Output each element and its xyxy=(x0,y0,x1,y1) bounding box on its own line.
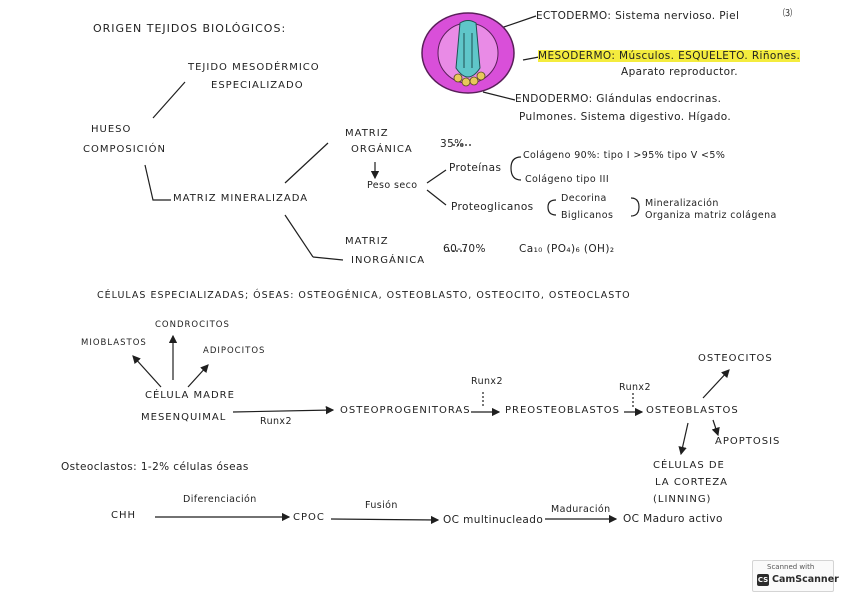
corteza-line3: (LINNING) xyxy=(653,494,711,505)
condrocitos-label: CONDROCITOS xyxy=(155,320,230,330)
organica-pct: 35% xyxy=(440,138,465,150)
celula-madre-line1: CÉLULA MADRE xyxy=(145,390,235,401)
apoptosis-label: APOPTOSIS xyxy=(715,436,780,447)
hueso-line2: COMPOSICIÓN xyxy=(83,144,166,155)
adipocitos-label: ADIPOCITOS xyxy=(203,346,265,356)
celula-madre-line2: MESENQUIMAL xyxy=(141,412,226,423)
organiza-label: Organiza matriz colágena xyxy=(645,210,777,221)
proteinas-label: Proteínas xyxy=(449,162,501,174)
osteocitos-label: OSTEOCITOS xyxy=(698,353,773,364)
osteoprogenitoras-label: OSTEOPROGENITORAS xyxy=(340,405,471,416)
colageno-2: Colágeno tipo III xyxy=(525,174,609,185)
chh-label: CHH xyxy=(111,510,136,521)
fusion-label: Fusión xyxy=(365,500,398,511)
biglicanos-label: Biglicanos xyxy=(561,210,613,221)
runx2-c: Runx2 xyxy=(619,382,651,393)
tejido-line2: ESPECIALIZADO xyxy=(211,80,304,91)
oc-maduro: OC Maduro activo xyxy=(623,513,723,525)
decorina-label: Decorina xyxy=(561,193,607,204)
embryo-diagram xyxy=(418,8,518,98)
mesodermo-cont: Aparato reproductor. xyxy=(621,66,738,78)
hidroxiapatita-formula: Ca₁₀ (PO₄)₆ (OH)₂ xyxy=(519,243,614,255)
mesodermo-label: MESODERMO: Músculos. ESQUELETO. Riñones. xyxy=(538,50,800,62)
corteza-line2: LA CORTEZA xyxy=(655,477,728,488)
proteoglicanos-label: Proteoglicanos xyxy=(451,201,534,213)
page-title: ORIGEN TEJIDOS BIOLÓGICOS: xyxy=(93,22,286,35)
scanned-sheet: ORIGEN TEJIDOS BIOLÓGICOS: ⑶ ECTODERMO: … xyxy=(53,0,795,546)
oc-multinucleado: OC multinucleado xyxy=(443,514,543,526)
camscanner-badge: Scanned with CS CamScanner xyxy=(752,560,834,592)
cpoc-label: CPOC xyxy=(293,512,325,523)
scanned-with-label: Scanned with xyxy=(767,563,814,571)
osteoblastos-label: OSTEOBLASTOS xyxy=(646,405,739,416)
tejido-line1: TEJIDO MESODÉRMICO xyxy=(188,62,320,73)
peso-seco: Peso seco xyxy=(367,180,417,191)
osteoclastos-heading: Osteoclastos: 1-2% células óseas xyxy=(61,461,249,473)
inorganica-pct: 60-70% xyxy=(443,243,486,255)
matriz-mineralizada: MATRIZ MINERALIZADA xyxy=(173,193,308,204)
maduracion-label: Maduración xyxy=(551,504,611,515)
runx2-b: Runx2 xyxy=(471,376,503,387)
colageno-1: Colágeno 90%: tipo I >95% tipo V <5% xyxy=(523,150,725,161)
matriz-inorganica-line2: INORGÁNICA xyxy=(351,255,425,266)
diferenciacion-label: Diferenciación xyxy=(183,494,257,505)
corteza-line1: CÉLULAS DE xyxy=(653,460,725,471)
camscanner-icon: CS xyxy=(757,574,769,586)
cells-heading: CÉLULAS ESPECIALIZADAS; ÓSEAS: OSTEOGÉNI… xyxy=(97,290,631,301)
matriz-organica-line2: ORGÁNICA xyxy=(351,144,413,155)
camscanner-name: CamScanner xyxy=(772,574,839,585)
page-number: ⑶ xyxy=(783,6,792,19)
ectodermo-label: ECTODERMO: Sistema nervioso. Piel xyxy=(536,10,739,22)
runx2-a: Runx2 xyxy=(260,416,292,427)
preosteoblastos-label: PREOSTEOBLASTOS xyxy=(505,405,620,416)
mineralizacion-label: Mineralización xyxy=(645,198,719,209)
endodermo-cont: Pulmones. Sistema digestivo. Hígado. xyxy=(519,111,731,123)
mioblastos-label: MIOBLASTOS xyxy=(81,338,147,348)
matriz-organica-line1: MATRIZ xyxy=(345,128,389,139)
matriz-inorganica-line1: MATRIZ xyxy=(345,236,389,247)
hueso-line1: HUESO xyxy=(91,124,131,135)
endodermo-label: ENDODERMO: Glándulas endocrinas. xyxy=(515,93,721,105)
